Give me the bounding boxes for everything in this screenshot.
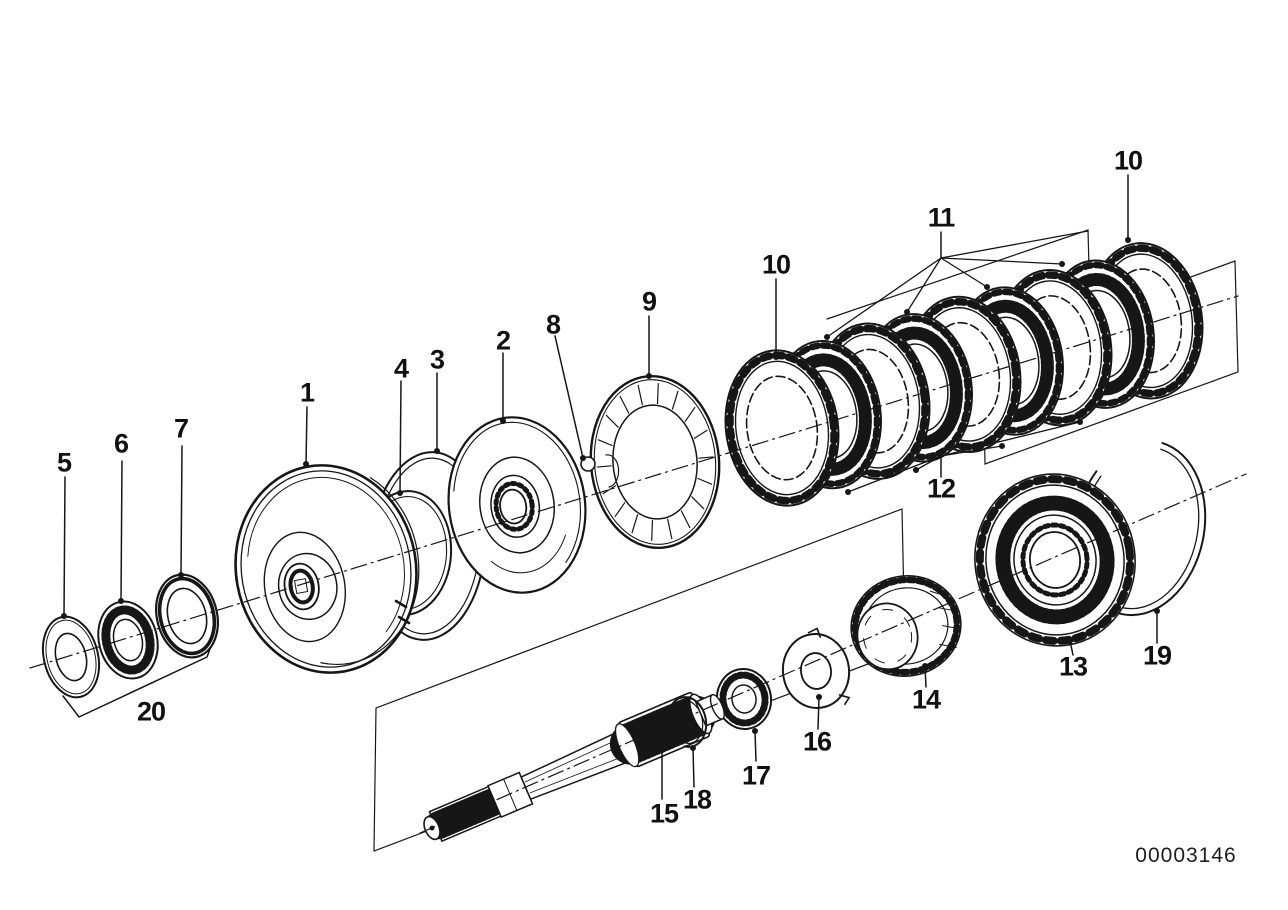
part-17-splined-washer [715,668,773,730]
callout-6[interactable]: 6 [113,428,129,459]
callout-9[interactable]: 9 [641,286,657,317]
spring-slots [596,383,714,541]
callout-10-left[interactable]: 10 [761,249,791,280]
callout-14[interactable]: 14 [911,684,941,715]
callout-20[interactable]: 20 [136,696,166,727]
part-1-clutch-drum [234,464,420,674]
part-14-gear [850,575,962,677]
part-13-hub [974,473,1136,647]
callout-18[interactable]: 18 [682,784,712,815]
callout-12[interactable]: 12 [926,473,956,504]
part-16-tab-washer [781,627,851,709]
callout-19[interactable]: 19 [1142,640,1172,671]
center-axes [29,295,1247,834]
callout-8[interactable]: 8 [545,309,561,340]
callout-3[interactable]: 3 [429,344,445,375]
part-5-washer [41,615,101,699]
part-7-bearing-race [155,573,219,659]
part-6-needle-bearing [97,600,159,680]
callout-16[interactable]: 16 [802,726,832,757]
part-15-input-shaft [423,691,725,843]
callout-4[interactable]: 4 [393,353,409,384]
leader-lines [61,174,1160,800]
callout-11[interactable]: 11 [927,202,956,233]
callout-1[interactable]: 1 [299,377,315,408]
callout-17[interactable]: 17 [741,760,771,791]
part-group-clutch-pack [724,242,1204,507]
diagram-number: 00003146 [1135,844,1237,867]
callout-5[interactable]: 5 [56,447,72,478]
part-9-diaphragm-spring [589,374,721,550]
part-2-piston [447,416,587,594]
callout-10-right[interactable]: 10 [1113,145,1143,176]
callout-2[interactable]: 2 [495,325,511,356]
callout-7[interactable]: 7 [173,413,189,444]
ring-gap-marks [394,599,411,625]
group-20-bracket [62,648,211,718]
callout-13[interactable]: 13 [1058,651,1088,682]
callout-15[interactable]: 15 [649,798,679,829]
